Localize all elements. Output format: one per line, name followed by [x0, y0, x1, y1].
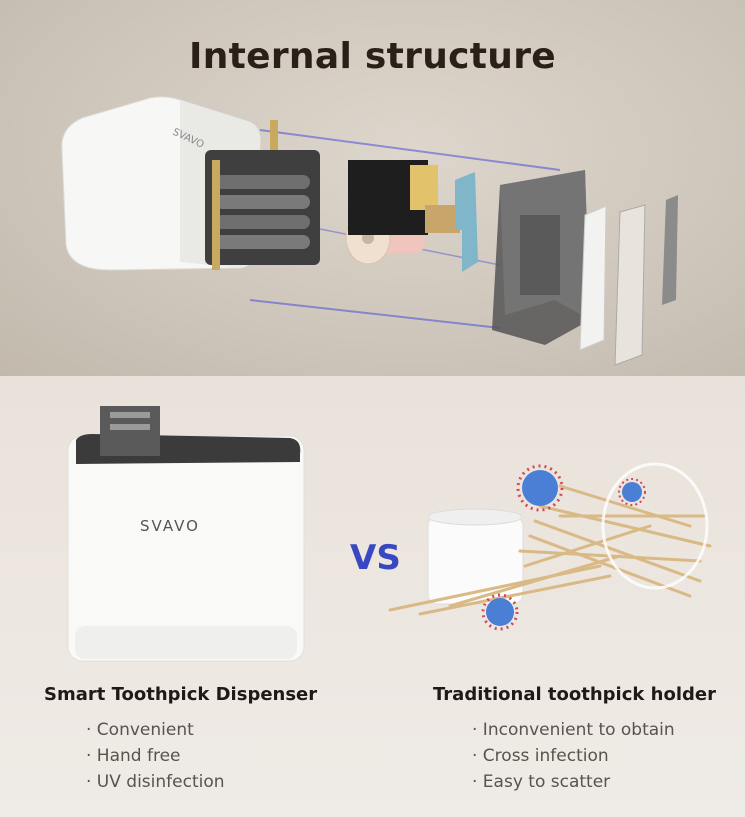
list-item: · Hand free [86, 746, 181, 766]
virus-icon [481, 593, 519, 631]
right-feature-list: · Inconvenient to obtain · Cross infecti… [472, 717, 675, 795]
tube-assembly [205, 120, 320, 270]
back-plate [662, 195, 678, 305]
comparison-panel: SVAVO [0, 376, 745, 817]
exploded-view-panel: SVAVO [0, 0, 745, 376]
bracket [455, 172, 478, 272]
virus-icon [516, 464, 564, 512]
toothpick-holder-image [388, 462, 712, 616]
circuit-board [348, 160, 460, 235]
left-feature-list: · Convenient · Hand free · UV disinfecti… [86, 717, 225, 795]
uv-panel [579, 205, 607, 351]
list-item: · Easy to scatter [472, 772, 611, 792]
list-item: · Convenient [86, 720, 194, 740]
list-item: · Cross infection [472, 746, 609, 766]
filter-panel [614, 204, 646, 366]
list-item: · UV disinfection [86, 772, 225, 792]
right-column-title: Traditional toothpick holder [433, 684, 716, 705]
comparison-illustration [67, 406, 712, 662]
left-column-title: Smart Toothpick Dispenser [44, 684, 318, 705]
page-title: Internal structure [189, 36, 556, 77]
brand-label: SVAVO [140, 517, 200, 535]
vs-label: VS [350, 538, 401, 578]
exploded-view-illustration: SVAVO [61, 96, 678, 366]
virus-icon [618, 478, 646, 506]
translucent-case [492, 170, 590, 345]
smart-dispenser-image [67, 406, 305, 662]
list-item: · Inconvenient to obtain [472, 720, 675, 740]
